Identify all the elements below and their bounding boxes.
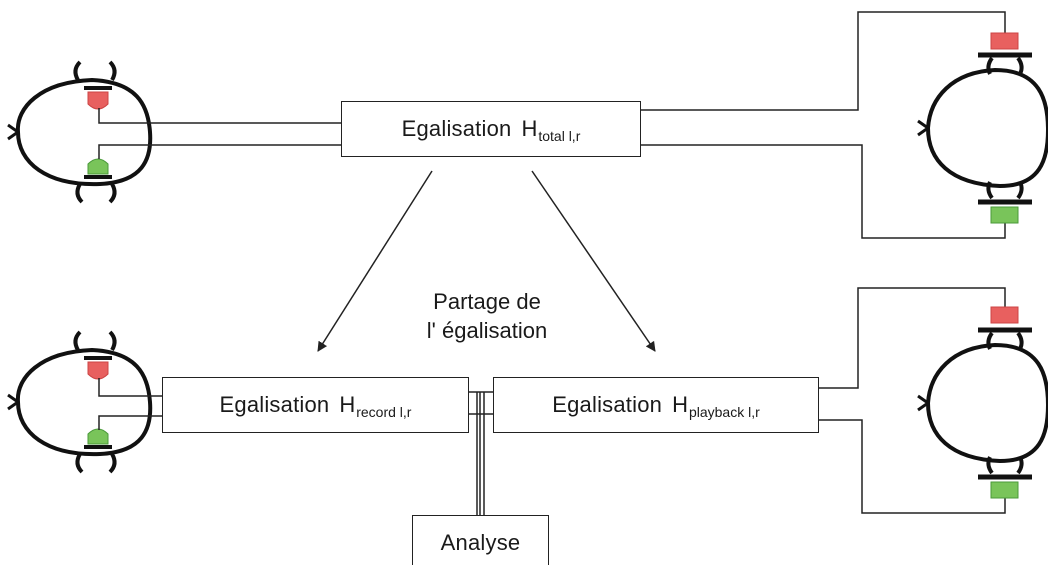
head-right-icon — [917, 52, 1048, 205]
green-microphone-icon — [990, 206, 1019, 224]
head-right-icon — [917, 327, 1048, 480]
wire — [640, 144, 1006, 239]
red-speaker-icon — [990, 32, 1019, 50]
analyse-box: Analyse — [412, 515, 549, 565]
wire — [98, 108, 342, 124]
box-label: Analyse — [440, 529, 521, 555]
box-subscript: record l,r — [356, 404, 412, 420]
box-symbol: H — [339, 392, 356, 417]
box-label: Egalisation — [219, 392, 330, 417]
wire — [818, 287, 1006, 389]
box-subscript: playback l,r — [688, 404, 760, 420]
wire — [98, 144, 342, 159]
wire — [640, 11, 1006, 111]
box-symbol: H — [521, 116, 538, 141]
arrow-to-playback — [531, 170, 656, 352]
share-label-line-2: l' égalisation — [426, 318, 548, 343]
green-microphone-icon — [990, 481, 1019, 499]
share-equalization-label: Partage de l' égalisation — [398, 287, 576, 345]
box-label: Egalisation — [401, 116, 512, 141]
box-label: Egalisation — [552, 392, 663, 417]
head-left-icon — [7, 330, 153, 474]
box-symbol: H — [672, 392, 688, 417]
share-label-line-1: Partage de — [433, 289, 541, 314]
green-microphone-icon — [87, 158, 109, 175]
box-subscript: total l,r — [538, 128, 581, 144]
red-speaker-icon — [990, 306, 1019, 324]
head-left-icon — [7, 60, 153, 204]
red-speaker-icon — [87, 361, 109, 380]
green-microphone-icon — [87, 428, 109, 445]
wire — [818, 419, 1006, 514]
wire — [98, 415, 163, 430]
red-speaker-icon — [87, 91, 109, 110]
arrow-to-record — [317, 170, 433, 352]
wire — [98, 378, 163, 397]
